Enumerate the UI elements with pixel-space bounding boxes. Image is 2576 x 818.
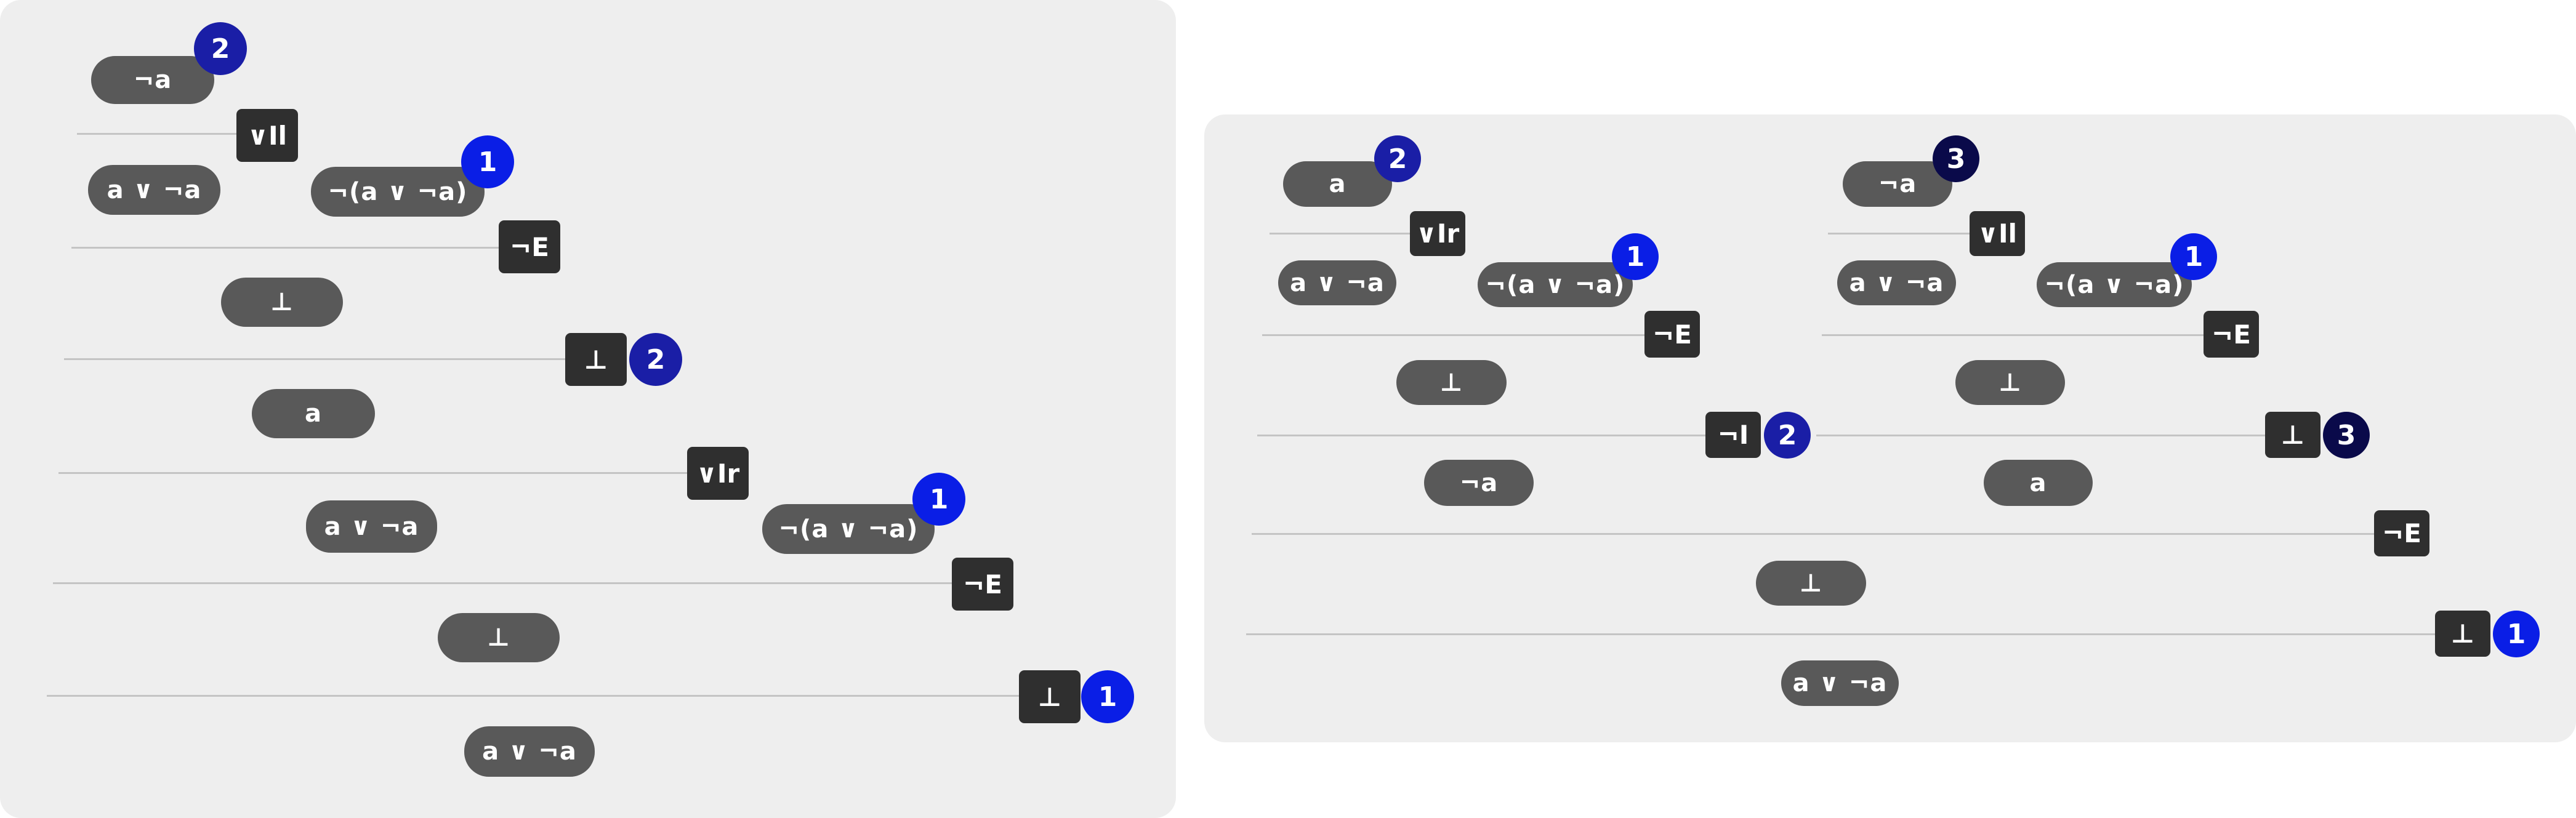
inference-line (53, 582, 952, 584)
rule-label[interactable]: ∨Ir (1410, 211, 1465, 256)
rule-label[interactable]: ∨Ir (687, 447, 749, 500)
rule-label[interactable]: ¬E (499, 220, 560, 273)
inference-line (1257, 435, 1706, 436)
rule-label[interactable]: ¬E (1644, 311, 1700, 358)
formula-node[interactable]: a ∨ ¬a (88, 165, 220, 215)
rule-label[interactable]: ¬E (952, 558, 1013, 611)
rule-label[interactable]: ¬E (2374, 510, 2429, 556)
discharge-badge: 2 (1764, 412, 1811, 459)
inference-line (1246, 633, 2436, 635)
formula-node[interactable]: ¬(a ∨ ¬a) (1478, 262, 1633, 307)
inference-line (64, 358, 566, 360)
discharge-badge: 1 (1081, 670, 1134, 723)
rule-label[interactable]: ∨Il (236, 109, 298, 162)
formula-node[interactable]: ⊥ (1955, 360, 2065, 405)
rule-label[interactable]: ⊥ (565, 333, 627, 386)
formula-node[interactable]: ¬a (1424, 460, 1534, 506)
left-proof-panel (0, 0, 1176, 818)
discharge-badge: 3 (1933, 135, 1979, 182)
inference-line (1828, 233, 1971, 235)
formula-node[interactable]: a (252, 389, 375, 438)
formula-node[interactable]: ⊥ (221, 278, 343, 327)
rule-label[interactable]: ¬I (1705, 412, 1761, 458)
formula-node[interactable]: ⊥ (1756, 561, 1866, 606)
discharge-badge: 2 (629, 333, 682, 386)
inference-line (71, 247, 499, 249)
formula-node[interactable]: ¬(a ∨ ¬a) (762, 504, 935, 554)
formula-node[interactable]: a ∨ ¬a (1781, 660, 1899, 706)
inference-line (58, 472, 687, 474)
formula-node[interactable]: ⊥ (438, 613, 560, 662)
formula-node[interactable]: ¬(a ∨ ¬a) (2037, 262, 2192, 307)
inference-line (1816, 435, 2266, 436)
formula-node[interactable]: a ∨ ¬a (464, 726, 595, 777)
discharge-badge: 1 (461, 135, 514, 188)
formula-node[interactable]: a ∨ ¬a (1278, 260, 1396, 305)
rule-label[interactable]: ∨Il (1970, 211, 2025, 256)
formula-node[interactable]: ¬a (91, 56, 214, 104)
rule-label[interactable]: ⊥ (2265, 412, 2320, 458)
formula-node[interactable]: ¬a (1843, 161, 1952, 207)
formula-node[interactable]: a ∨ ¬a (306, 500, 437, 553)
inference-line (1822, 334, 2205, 336)
inference-line (77, 133, 237, 135)
formula-node[interactable]: a (1283, 161, 1392, 207)
discharge-badge: 2 (1374, 135, 1421, 182)
rule-label[interactable]: ¬E (2204, 311, 2259, 358)
rule-label[interactable]: ⊥ (1019, 670, 1081, 723)
discharge-badge: 2 (194, 22, 247, 75)
discharge-badge: 3 (2323, 412, 2370, 459)
rule-label[interactable]: ⊥ (2435, 611, 2490, 657)
discharge-badge: 1 (2493, 611, 2540, 657)
right-proof-panel (1204, 114, 2576, 742)
inference-line (47, 695, 1020, 697)
inference-line (1270, 233, 1411, 235)
formula-node[interactable]: a (1984, 460, 2093, 506)
inference-line (1252, 533, 2375, 535)
formula-node[interactable]: a ∨ ¬a (1837, 260, 1956, 305)
discharge-badge: 1 (912, 473, 965, 526)
inference-line (1262, 334, 1646, 336)
discharge-badge: 1 (1612, 233, 1659, 280)
formula-node[interactable]: ⊥ (1396, 360, 1507, 405)
discharge-badge: 1 (2170, 233, 2217, 280)
formula-node[interactable]: ¬(a ∨ ¬a) (311, 167, 485, 217)
